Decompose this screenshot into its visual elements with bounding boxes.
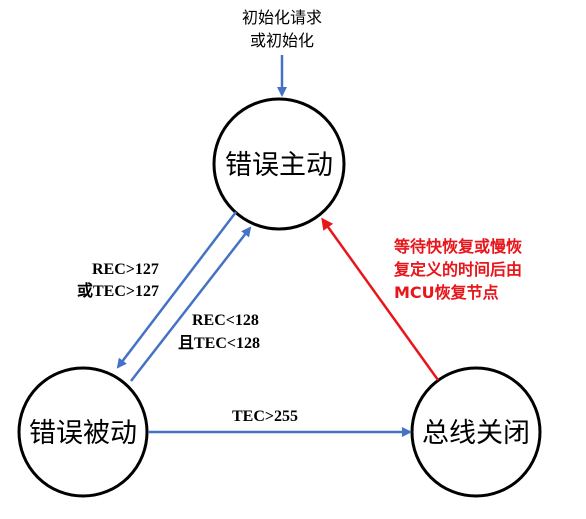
- entry-note-line1: 初始化请求: [242, 8, 322, 27]
- state-error-active-label: 错误主动: [225, 150, 333, 181]
- state-error-passive: [17, 366, 149, 498]
- arrow-passive-to-active: [130, 226, 252, 382]
- label-active-to-passive-line2: 或TEC>127: [77, 281, 159, 300]
- label-passive-to-active-line1: REC<128: [192, 312, 259, 329]
- label-active-to-passive-line1: REC>127: [92, 261, 159, 278]
- label-busoff-to-active-line3: MCU恢复节点: [394, 283, 499, 302]
- state-bus-off-label: 总线关闭: [422, 418, 530, 449]
- label-passive-to-active-line2: 且TEC<128: [178, 334, 260, 352]
- state-bus-off: [410, 366, 542, 498]
- entry-note-line2: 或初始化: [250, 31, 314, 50]
- arrow-busoff-to-active: [321, 217, 440, 381]
- state-error-active: [212, 97, 346, 231]
- label-passive-to-busoff: TEC>255: [232, 408, 298, 425]
- arrow-active-to-passive: [116, 211, 237, 369]
- state-error-passive-label: 错误被动: [29, 418, 137, 449]
- label-busoff-to-active-line2: 复定义的时间后由: [393, 260, 522, 279]
- label-busoff-to-active-line1: 等待快恢复或慢恢: [393, 237, 522, 256]
